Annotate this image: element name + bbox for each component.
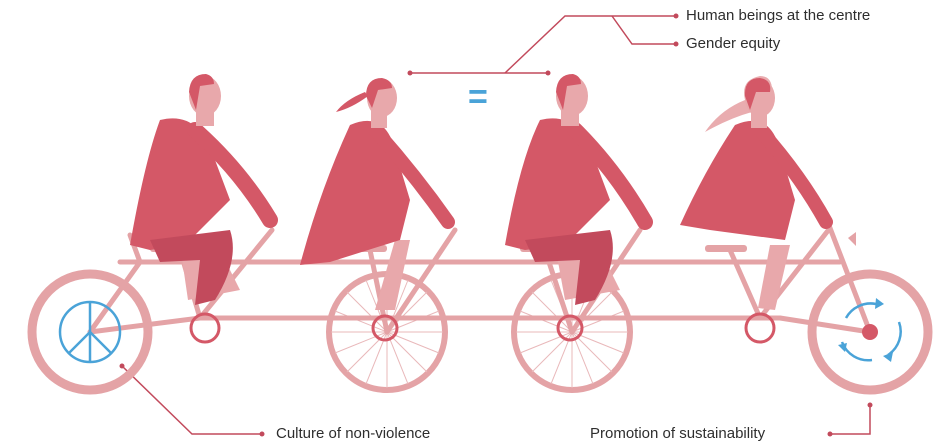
- rider-4: [680, 76, 833, 310]
- front-wheel: [27, 269, 153, 395]
- callout-dot: [259, 431, 265, 437]
- callout-dot: [119, 363, 125, 369]
- label-gender-equity: Gender equity: [686, 35, 781, 52]
- callout-dot: [545, 70, 551, 76]
- label-sustainability: Promotion of sustainability: [590, 425, 766, 442]
- callout-dot: [673, 41, 679, 47]
- peace-icon: [58, 300, 122, 364]
- chainrings: [189, 312, 776, 344]
- callout-line-gender-equity: [611, 15, 676, 45]
- callout-line-sustainability: [830, 405, 871, 435]
- callout-line-human-beings: [504, 15, 676, 74]
- rider-3: [505, 74, 653, 305]
- rider-2: [300, 78, 455, 310]
- label-non-violence: Culture of non-violence: [276, 425, 431, 442]
- callout-dot: [827, 431, 833, 437]
- callout-dot: [867, 402, 873, 408]
- callout-lines: [121, 15, 871, 435]
- callout-dot: [673, 13, 679, 19]
- wheels: [27, 269, 933, 395]
- callout-dot: [407, 70, 413, 76]
- rear-wheel: [807, 269, 933, 395]
- equals-sign: =: [468, 78, 488, 116]
- callout-line-non-violence: [121, 365, 262, 435]
- rider-1: [130, 74, 278, 305]
- label-human-beings: Human beings at the centre: [686, 7, 871, 24]
- bicycle-frame: [87, 225, 873, 335]
- rear-hub: [862, 324, 878, 340]
